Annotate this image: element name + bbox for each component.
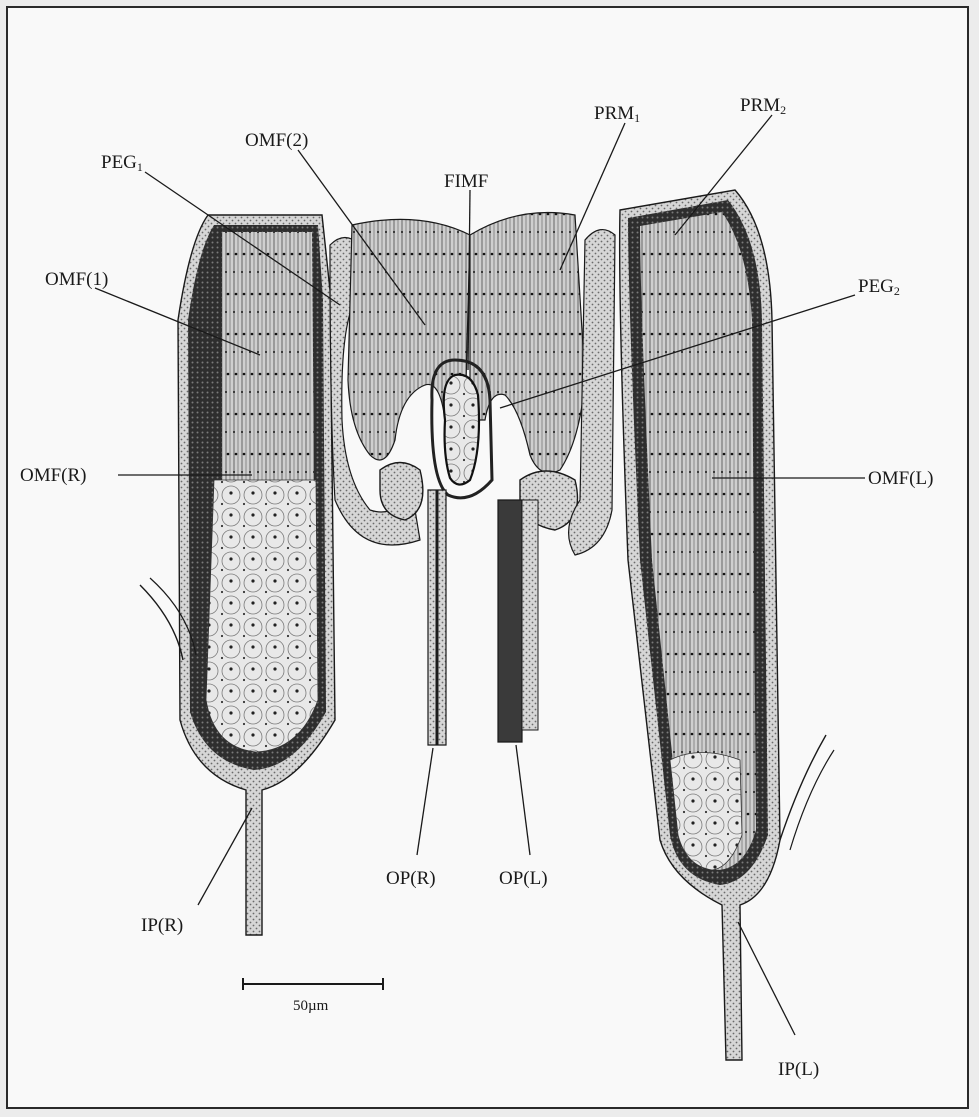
ip-l-branch [780, 735, 826, 840]
label-prm2: PRM2 [740, 96, 786, 116]
leader-ipl [738, 922, 795, 1035]
leader-opr [417, 748, 433, 855]
label-ipl: IP(L) [778, 1060, 819, 1079]
label-ipr: IP(R) [141, 916, 183, 935]
leader-opl [516, 745, 530, 855]
label-peg1: PEG1 [101, 153, 143, 173]
omf-r-fibres [222, 232, 314, 480]
omf-r-cavity [206, 480, 318, 752]
leader-ipr [198, 808, 252, 905]
label-opr: OP(R) [386, 869, 436, 888]
label-omf1: OMF(1) [45, 270, 108, 289]
label-omfr: OMF(R) [20, 466, 87, 485]
scale-bar-label: 50µm [293, 998, 328, 1015]
label-prm1: PRM1 [594, 104, 640, 124]
label-omf2: OMF(2) [245, 131, 308, 150]
scale-bar [243, 978, 383, 990]
label-peg2: PEG2 [858, 277, 900, 297]
label-fimf: FIMF [444, 172, 488, 191]
op-l-tube [498, 500, 522, 742]
ip-l-branch-inner [790, 750, 834, 850]
label-opl: OP(L) [499, 869, 548, 888]
ip-r-branch [140, 585, 183, 660]
fimf-ushape [444, 375, 479, 485]
label-omfl: OMF(L) [868, 469, 933, 488]
